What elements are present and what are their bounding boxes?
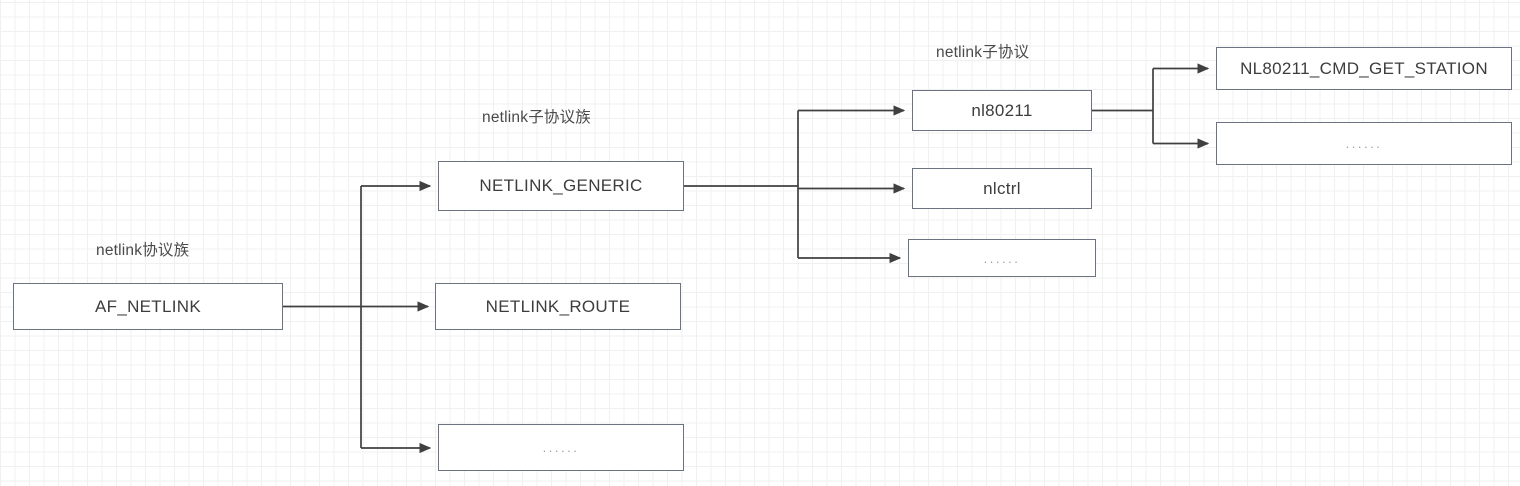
node-af-netlink[interactable]: AF_NETLINK [13,283,283,330]
node-sub-protocol-more[interactable]: ...... [908,239,1096,277]
node-nl80211-cmd-get-station[interactable]: NL80211_CMD_GET_STATION [1216,47,1512,90]
caption-netlink-sub-protocol-family: netlink子协议族 [482,109,592,126]
node-netlink-family-more[interactable]: ...... [438,424,684,471]
node-netlink-generic[interactable]: NETLINK_GENERIC [438,161,684,211]
caption-netlink-sub-protocol: netlink子协议 [936,44,1030,61]
node-nl80211[interactable]: nl80211 [912,90,1092,131]
node-nlctrl[interactable]: nlctrl [912,168,1092,209]
caption-netlink-protocol-family: netlink协议族 [96,242,190,259]
node-netlink-route[interactable]: NETLINK_ROUTE [435,283,681,330]
node-nl80211-cmd-more[interactable]: ...... [1216,122,1512,165]
